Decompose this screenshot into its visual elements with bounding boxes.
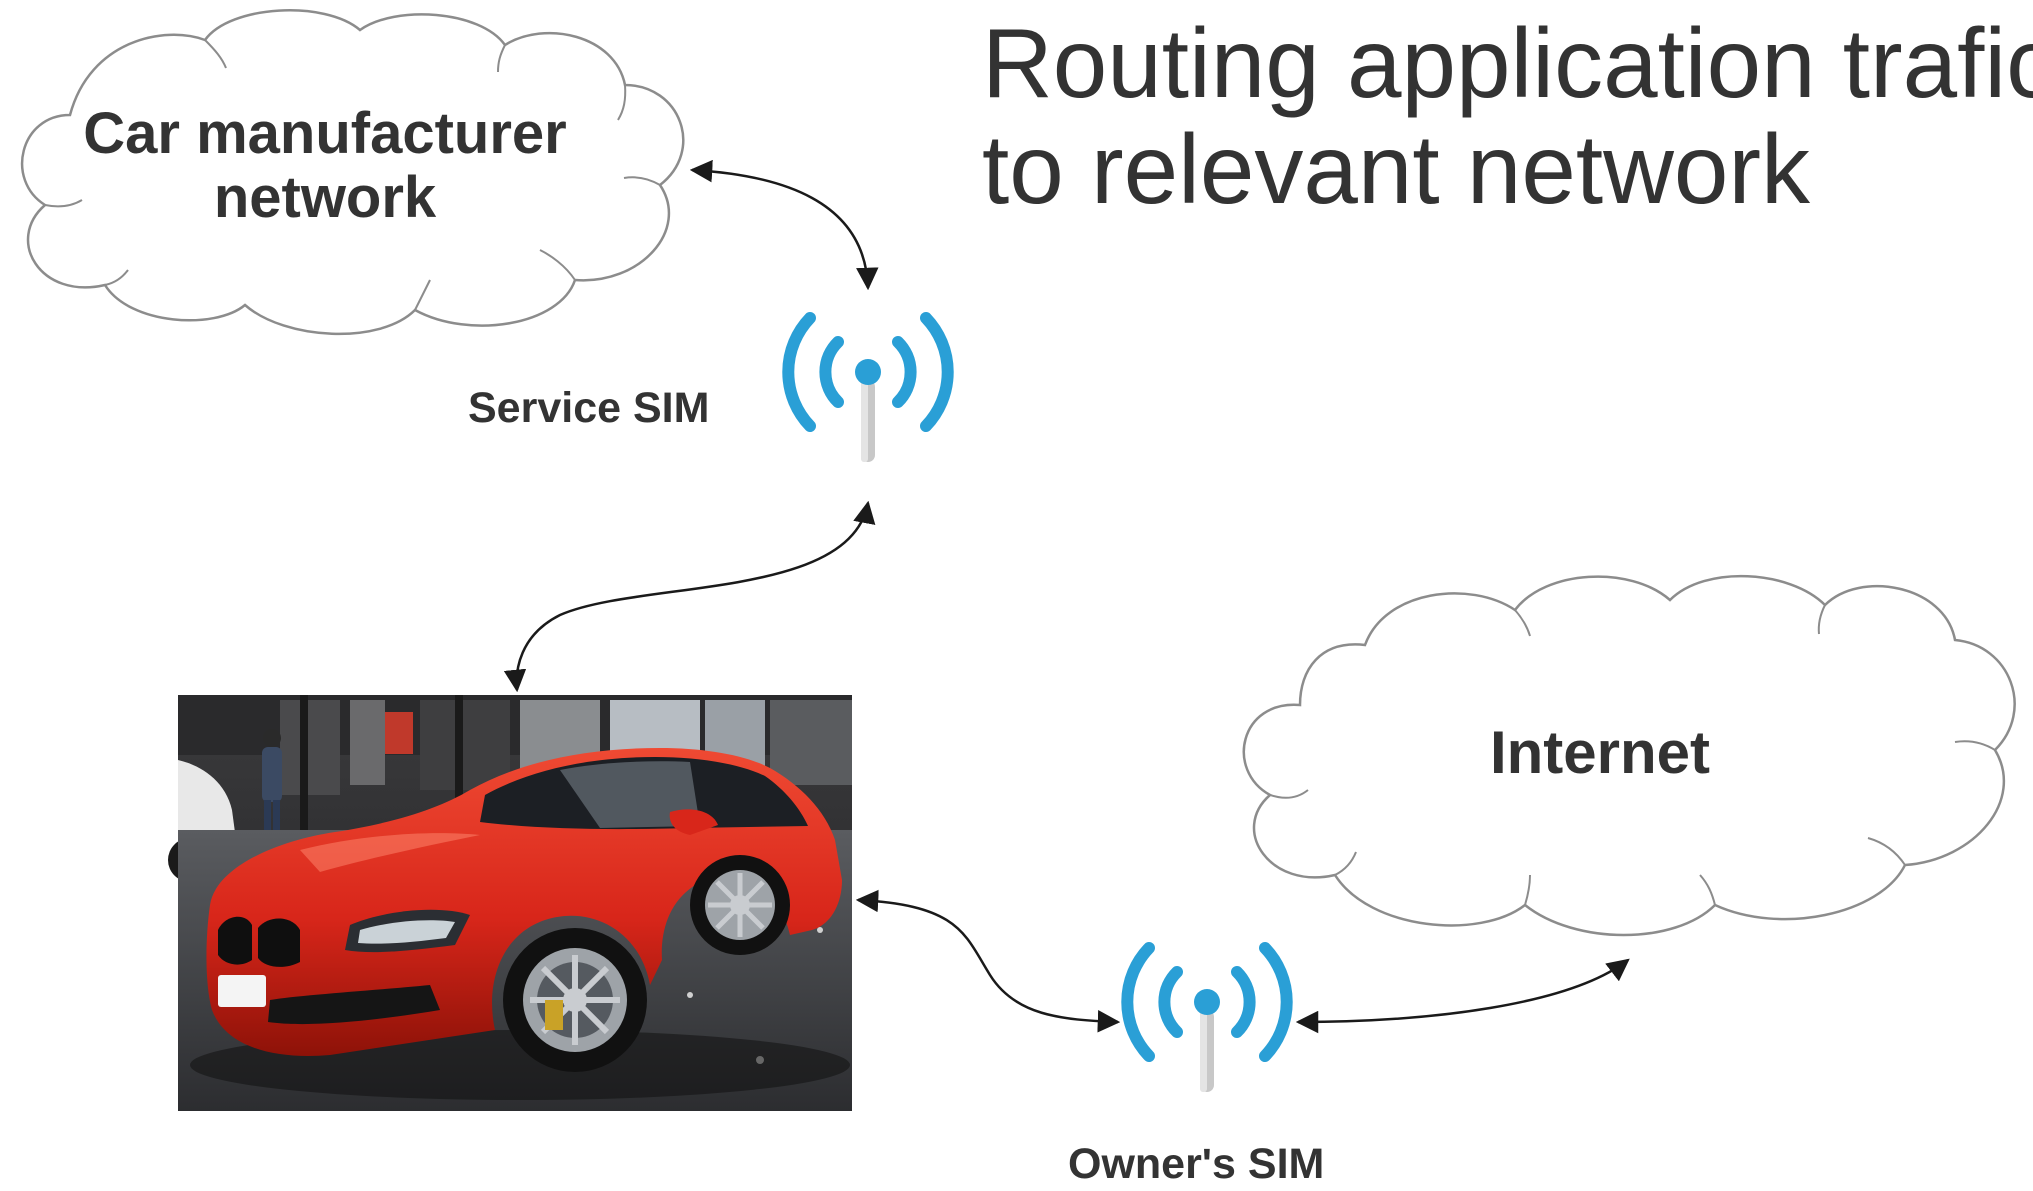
car-photo xyxy=(168,695,852,1111)
car-manufacturer-network-label: Car manufacturer network xyxy=(40,102,610,230)
owner-sim-antenna-icon xyxy=(1121,942,1293,1092)
service-sim-antenna-icon xyxy=(782,312,954,462)
arrow-service-sim-to-car xyxy=(503,500,876,693)
title-line-1: Routing application trafic xyxy=(982,8,2033,118)
arrow-cloud-to-service-sim xyxy=(689,159,879,291)
car-manufacturer-label-line-2: network xyxy=(213,165,437,230)
title-line-2: to relevant network xyxy=(982,114,1810,224)
car-manufacturer-label-line-1: Car manufacturer xyxy=(83,101,567,166)
service-sim-label: Service SIM xyxy=(468,384,710,432)
diagram-title: Routing application trafic to relevant n… xyxy=(982,8,2033,224)
arrow-owner-sim-to-internet xyxy=(1295,958,1630,1034)
owner-sim-label: Owner's SIM xyxy=(1068,1140,1325,1188)
internet-cloud xyxy=(1242,575,2016,937)
arrow-car-to-owner-sim xyxy=(855,889,1121,1033)
car-manufacturer-cloud xyxy=(20,9,685,336)
internet-label: Internet xyxy=(1489,719,1711,786)
